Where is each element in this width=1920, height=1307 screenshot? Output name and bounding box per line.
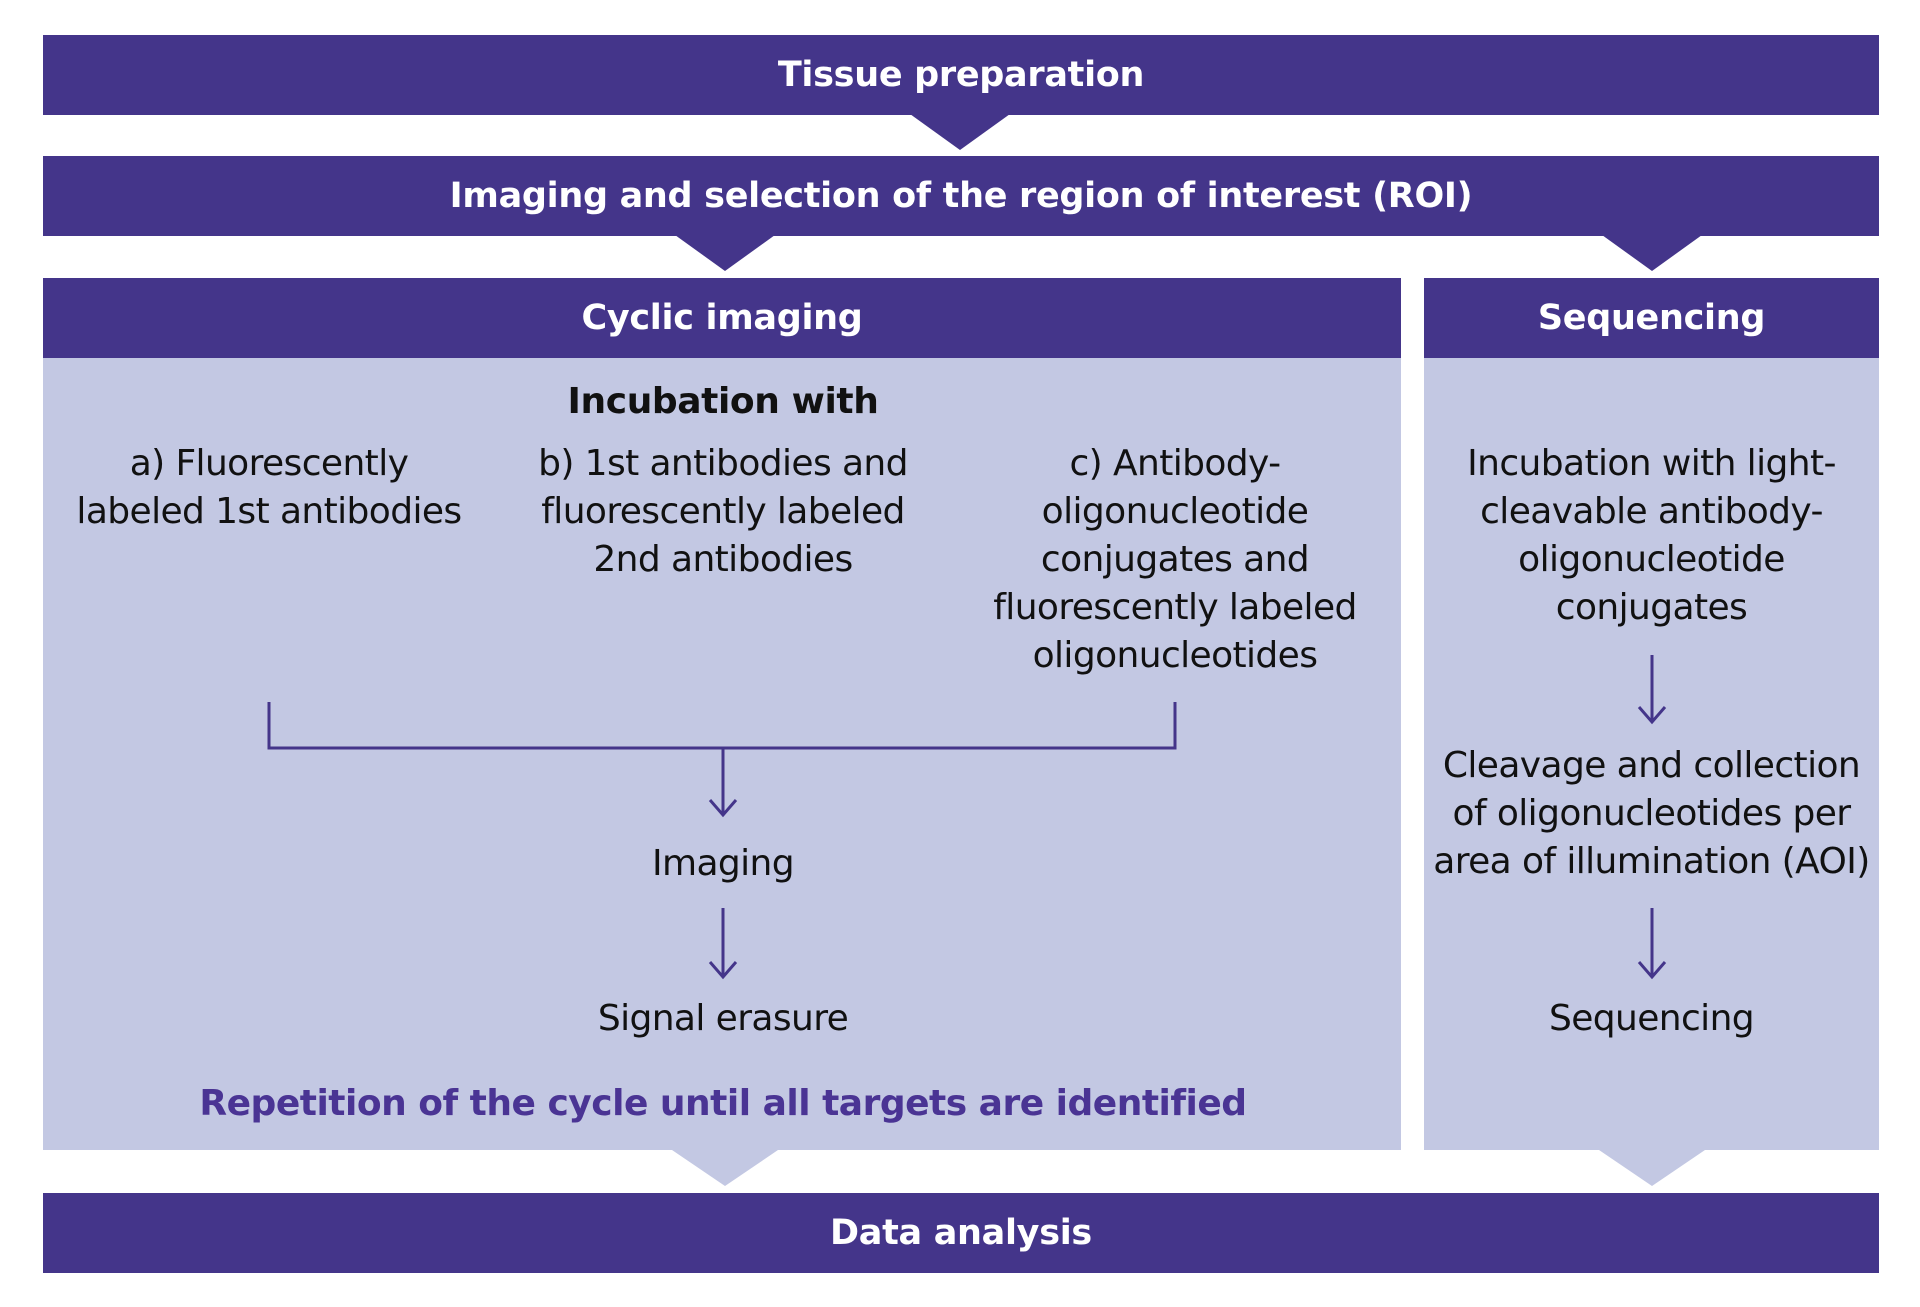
tissue-preparation-label: Tissue preparation (777, 55, 1145, 95)
sequencing-header: Sequencing (1424, 278, 1879, 358)
cyclic-imaging-header: Cyclic imaging (43, 278, 1401, 358)
chevron-down-icon (1602, 235, 1702, 271)
data-analysis-step: Data analysis (43, 1193, 1879, 1273)
option-c-text: c) Antibody- oligonucleotide conjugates … (993, 443, 1357, 676)
cyclic-imaging-title: Cyclic imaging (581, 298, 863, 338)
sequencing-title: Sequencing (1537, 298, 1766, 338)
cleavage-collection-text: Cleavage and collection of oligonucleoti… (1433, 745, 1870, 882)
imaging-step-text: Imaging (651, 843, 795, 884)
sequencing-final-text: Sequencing (1548, 998, 1755, 1039)
imaging-roi-step: Imaging and selection of the region of i… (43, 156, 1879, 236)
chevron-down-icon (1599, 1150, 1705, 1186)
arrow-down-icon (708, 748, 738, 818)
incubation-with-heading: Incubation with (567, 381, 879, 422)
signal-erasure-text: Signal erasure (597, 998, 849, 1039)
imaging-roi-label: Imaging and selection of the region of i… (449, 176, 1473, 216)
chevron-down-icon (672, 1150, 778, 1186)
arrow-down-icon (1637, 908, 1667, 980)
arrow-down-icon (708, 908, 738, 980)
chevron-down-icon (910, 114, 1010, 150)
arrow-down-icon (1637, 655, 1667, 725)
chevron-down-icon (675, 235, 775, 271)
option-b-text: b) 1st antibodies and fluorescently labe… (538, 443, 908, 580)
option-a-text: a) Fluorescently labeled 1st antibodies (76, 443, 462, 532)
repetition-note: Repetition of the cycle until all target… (199, 1083, 1247, 1124)
data-analysis-label: Data analysis (830, 1213, 1092, 1253)
sequencing-incubation-text: Incubation with light- cleavable antibod… (1467, 443, 1836, 628)
tissue-preparation-step: Tissue preparation (43, 35, 1879, 115)
